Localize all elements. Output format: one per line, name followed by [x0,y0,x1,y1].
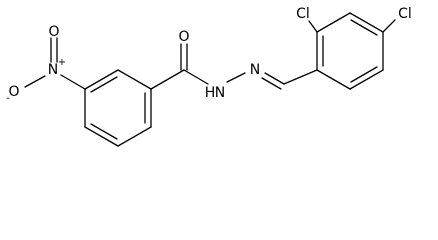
bond-ring2-e-inner [350,66,378,83]
nitro-n-label: N [48,62,58,78]
bond-carbonyl-n [183,69,209,85]
imine-n-label: N [250,62,260,78]
bond-c-cl-para [382,19,396,33]
bond-ring-carbonyl [150,69,185,90]
bond-ch-ring [283,69,318,85]
bond-ring1-a [117,69,152,90]
bond-ring2-c [349,12,384,33]
bond-ring1-d [84,126,119,147]
bond-ring2-e [349,69,384,90]
chlorine-para-label: Cl [398,6,412,22]
nitro-n-charge: + [58,57,66,68]
bonds [24,12,396,147]
amide-n-label: N [215,85,225,101]
bond-ring1-d-inner [90,123,118,140]
bond-n-n [226,72,246,83]
nitro-o-top-label: O [48,24,59,40]
bond-ring2-f [316,69,351,90]
bond-ring-nitro [60,74,86,90]
structure-diagram: O H N N Cl Cl N + O O - [6,6,412,147]
nitro-o-left-label: O [8,84,19,100]
bond-ring1-f-inner [90,76,118,93]
bond-ring1-f [84,69,119,90]
atom-labels: O H N N Cl Cl N + O O - [6,6,412,104]
bond-n-ch-1 [264,72,285,85]
chlorine-ortho-label: Cl [296,6,310,22]
bond-n-ch-2 [261,77,282,90]
bond-ring2-c-inner [350,19,378,36]
nitro-o-charge: - [6,93,10,104]
carbonyl-oxygen-label: O [178,29,189,45]
bond-ring1-c [117,126,152,147]
bond-c-cl-ortho [308,20,318,33]
bond-nitro-o-left [24,75,46,88]
amide-h-label: H [205,85,216,101]
bond-ring2-b [316,12,351,33]
